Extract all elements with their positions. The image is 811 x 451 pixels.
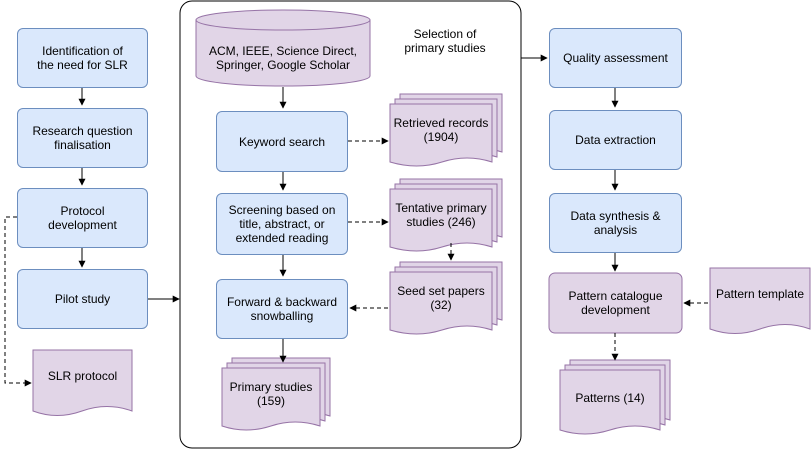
data-synthesis-node: Data synthesis & analysis <box>549 193 682 253</box>
pilot-study-node: Pilot study <box>17 269 148 329</box>
pattern-template-document-shape <box>709 267 811 334</box>
patterns-label: Patterns (14) <box>575 391 645 405</box>
slr-protocol-document-shape <box>32 349 133 416</box>
keyword-search-node: Keyword search <box>216 111 348 172</box>
edge-protocol-to-slr-protocol <box>4 216 32 387</box>
protocol-development-node: Protocol development <box>17 188 148 248</box>
database-cylinder-shape <box>195 9 371 87</box>
pattern-template-label: Pattern template <box>715 287 805 301</box>
patterns-stack-shape <box>559 359 671 435</box>
screening-node: Screening based on title, abstract, or e… <box>216 193 348 255</box>
primary-studies-stack-shape <box>221 357 331 431</box>
snowballing-node: Forward & backward snowballing <box>216 279 348 339</box>
slr-protocol-label: SLR protocol <box>47 369 118 383</box>
data-extraction-node: Data extraction <box>549 110 682 170</box>
seed-set-stack-shape <box>389 261 503 335</box>
tentative-studies-label: Tentative primary studies (246) <box>395 201 487 229</box>
retrieved-records-label: Retrieved records (1904) <box>393 116 489 144</box>
selection-container-title: Selection of primary studies <box>404 27 486 55</box>
identification-need-node: Identification of the need for SLR <box>17 28 148 88</box>
research-question-node: Research question finalisation <box>17 108 148 168</box>
databases-label: ACM, IEEE, Science Direct, Springer, Goo… <box>208 44 358 72</box>
tentative-studies-stack-shape <box>389 178 503 252</box>
seed-set-label: Seed set papers (32) <box>397 284 485 312</box>
retrieved-records-stack-shape <box>389 93 503 167</box>
quality-assessment-node: Quality assessment <box>549 28 682 88</box>
primary-studies-label: Primary studies (159) <box>229 380 313 408</box>
pattern-catalogue-label: Pattern catalogue development <box>568 289 663 317</box>
